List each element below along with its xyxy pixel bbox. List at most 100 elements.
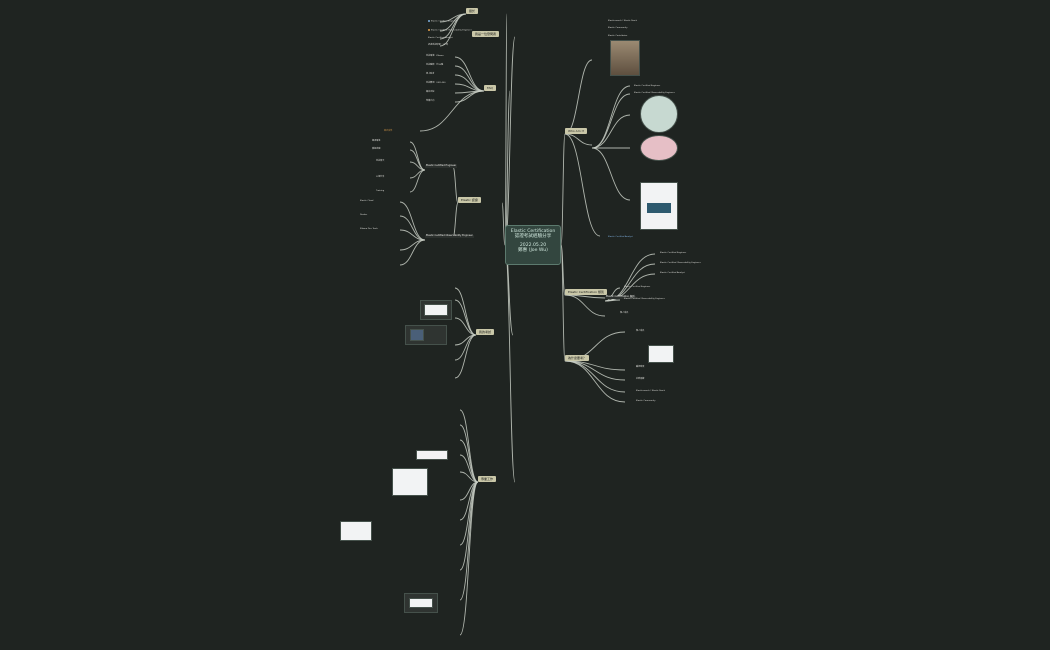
screenshot-image bbox=[405, 325, 447, 345]
leaf-r12: 個人成長 bbox=[620, 312, 629, 314]
screenshot-image bbox=[340, 521, 372, 541]
book-cover bbox=[640, 182, 678, 230]
leaf-r3: Elastic Contributor bbox=[608, 35, 628, 37]
leaf-17: Elastic Cloud bbox=[360, 200, 374, 202]
leaf-r17: Elastic Community bbox=[636, 400, 656, 402]
connector-edge bbox=[399, 239, 426, 251]
connector-edge bbox=[560, 244, 566, 362]
sub-observability[interactable]: Elastic Certified Observability Engineer bbox=[425, 234, 474, 238]
connector-edge bbox=[399, 239, 426, 266]
topic-elastic-cert[interactable]: Elastic 認證 bbox=[458, 197, 481, 203]
connector-edge bbox=[399, 201, 426, 241]
sub-cert-class[interactable]: Elastic Certification 類別 bbox=[605, 295, 636, 299]
leaf-7: 線上監考 bbox=[426, 73, 435, 75]
leaf-16: Training bbox=[376, 190, 385, 192]
leaf-2: Elastic Certified Observability Engineer bbox=[428, 29, 472, 32]
connector-edge bbox=[459, 439, 479, 483]
connector-edge bbox=[564, 133, 593, 146]
connector-edge bbox=[564, 360, 626, 403]
connector-edge bbox=[459, 409, 479, 483]
leaf-r8: Elastic Certified Observability Engineer bbox=[660, 262, 701, 264]
connector-edge bbox=[604, 299, 621, 302]
central-title: Elastic Certification bbox=[510, 229, 556, 234]
topic-cert-types[interactable]: Elastic Certification 類別 bbox=[565, 289, 608, 295]
connector-edge bbox=[560, 133, 566, 246]
connector-edge bbox=[459, 471, 479, 483]
screenshot-image bbox=[392, 468, 428, 496]
leaf-11: 官方文件 bbox=[384, 130, 393, 132]
leaf-13: 模擬考題 bbox=[372, 148, 381, 150]
connector-edge bbox=[419, 90, 485, 132]
connector-edge bbox=[459, 424, 479, 483]
leaf-r9: Elastic Certified Analyst bbox=[660, 272, 685, 274]
topic-about[interactable]: 關於 bbox=[466, 8, 479, 14]
leaf-r4: Elastic Certified Engineer bbox=[634, 85, 661, 87]
leaf-5: 考試環境：Kibana bbox=[426, 55, 444, 57]
leaf-3: Elastic Certified Analyst bbox=[428, 37, 453, 39]
connector-edge bbox=[399, 229, 426, 241]
profile-photo bbox=[610, 40, 640, 76]
topic-work[interactable]: 專業工作 bbox=[478, 476, 497, 482]
leaf-1: Elastic Certified Engineer bbox=[428, 20, 457, 23]
leaf-r7: Elastic Certified Engineer bbox=[660, 252, 687, 254]
connector-edge bbox=[454, 74, 485, 92]
leaf-12: 練習環境 bbox=[372, 140, 381, 142]
connector-edge bbox=[439, 13, 467, 47]
leaf-r5: Elastic Certified Observability Engineer bbox=[634, 92, 675, 94]
connector-edge bbox=[454, 56, 485, 92]
connector-edge bbox=[564, 360, 626, 381]
connector-edge bbox=[454, 334, 477, 379]
connector-edge bbox=[452, 166, 459, 204]
connector-edge bbox=[459, 481, 479, 636]
central-date: 2022.05.20 bbox=[519, 242, 547, 248]
connector-edge bbox=[501, 202, 506, 246]
leaf-19: Kibana Dev Tools bbox=[360, 228, 378, 230]
topic-my-exam[interactable]: 我的考試 bbox=[476, 329, 495, 335]
badge-observability bbox=[640, 135, 678, 161]
leaf-8: 考試費用：USD 400 bbox=[426, 82, 446, 84]
leaf-r14: 職涯發展 bbox=[636, 366, 645, 368]
topic-why[interactable]: 為什麼要考？ bbox=[565, 355, 590, 361]
connector-edge bbox=[454, 299, 477, 336]
topic-faq[interactable]: FAQ bbox=[484, 85, 496, 91]
connector-edge bbox=[459, 454, 479, 483]
connector-edge bbox=[454, 287, 477, 336]
sub-engineer[interactable]: Elastic Certified Engineer bbox=[425, 164, 458, 168]
screenshot-image bbox=[416, 450, 448, 460]
connector-edge bbox=[564, 59, 593, 135]
screenshot-image bbox=[404, 593, 438, 613]
leaf-10: 準備方向 bbox=[426, 100, 435, 102]
leaf-r16: Elasticsearch / Elastic Stack bbox=[636, 390, 665, 392]
leaf-9: 報名流程 bbox=[426, 91, 435, 93]
leaf-14: 考試當天 bbox=[376, 160, 385, 162]
connector-edge bbox=[409, 149, 426, 171]
leaf-r15: 社群貢獻 bbox=[636, 378, 645, 380]
central-topic[interactable]: Elastic Certification 認證考試經驗分享 2022.05.2… bbox=[505, 225, 561, 265]
screenshot-image bbox=[648, 345, 674, 363]
connector-edge bbox=[564, 133, 601, 237]
leaf-r11: Elastic Certified Observability Engineer bbox=[624, 298, 665, 300]
connector-edge bbox=[454, 317, 477, 336]
connector-edge bbox=[591, 85, 631, 149]
connector-edge bbox=[591, 93, 631, 149]
connector-edge bbox=[591, 147, 631, 201]
leaf-r2: Elastic Community bbox=[608, 27, 628, 29]
leaf-4: 認證考試時間：3小時 bbox=[428, 44, 449, 46]
leaf-r13: 個人成長 bbox=[636, 330, 645, 332]
connector-edge bbox=[452, 202, 459, 238]
central-author: 鄭惠 (Joe Wu) bbox=[518, 248, 548, 254]
leaf-18: Docker bbox=[360, 214, 368, 216]
topic-who-am-i[interactable]: Who Am I? bbox=[565, 128, 588, 134]
topic-asker[interactable]: 我是一位發問者 bbox=[472, 31, 500, 37]
leaf-r1: Elasticsearch / Elastic Stack bbox=[608, 20, 637, 22]
leaf-r6: Elastic Certified Analyst bbox=[608, 236, 633, 238]
connector-edge bbox=[409, 169, 426, 193]
connector-edge bbox=[564, 294, 606, 317]
leaf-6: 考試題數：約10題 bbox=[426, 64, 444, 66]
connector-edge bbox=[504, 244, 516, 483]
badge-engineer bbox=[640, 95, 678, 133]
leaf-15: 心得分享 bbox=[376, 176, 385, 178]
central-subtitle: 認證考試經驗分享 bbox=[514, 234, 552, 240]
